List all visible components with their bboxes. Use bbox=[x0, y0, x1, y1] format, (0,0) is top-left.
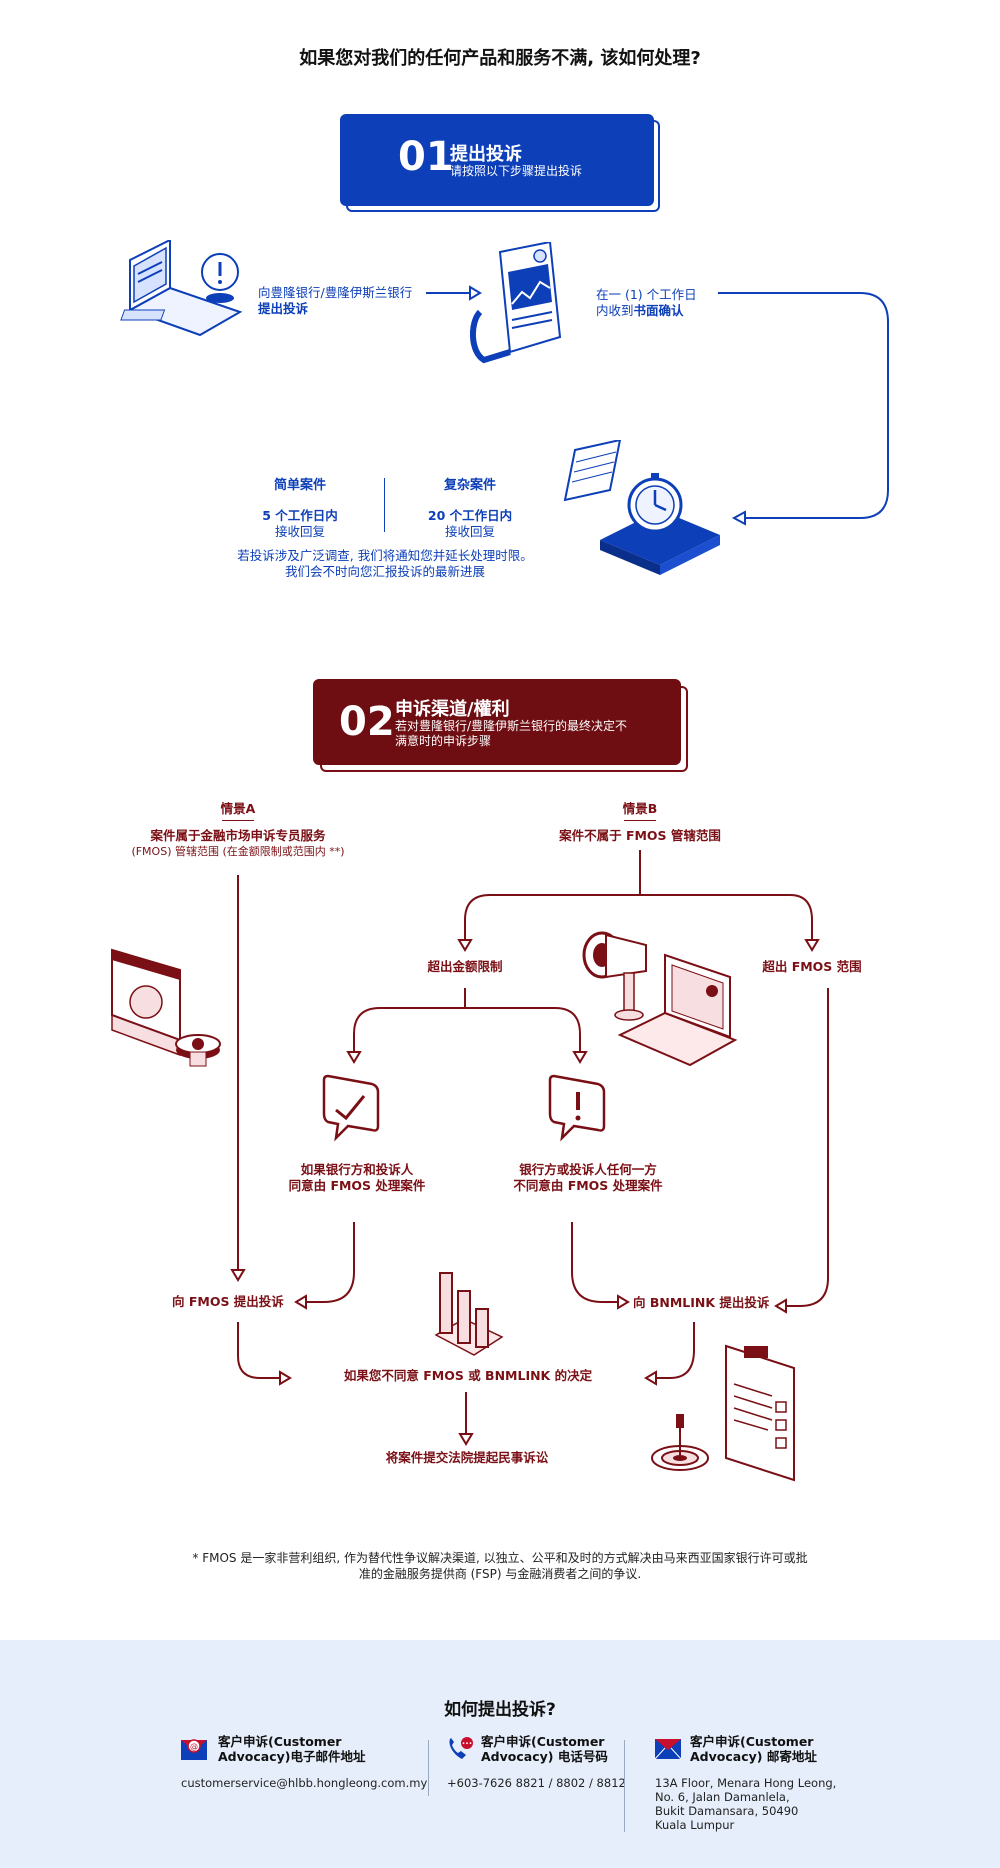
submit-line2: 提出投诉 bbox=[258, 301, 309, 316]
mail-line4: Kuala Lumpur bbox=[655, 1818, 735, 1832]
mail-title-line1: 客户申诉(Customer bbox=[690, 1734, 814, 1749]
check-bubble-icon bbox=[322, 1074, 380, 1142]
complaint-footer: 如何提出投诉? @ 客户申诉(Customer Advocacy)电子邮件地址 … bbox=[0, 1640, 1000, 1868]
step2-number: 02 bbox=[339, 699, 395, 745]
svg-text:@: @ bbox=[190, 1742, 198, 1751]
email-title-line1: 客户申诉(Customer bbox=[218, 1734, 342, 1749]
step2-subtitle-line1: 若对豊隆银行/豊隆伊斯兰银行的最终决定不 bbox=[395, 719, 628, 733]
calendar-stopwatch-icon bbox=[563, 440, 720, 575]
to-fmos-label: 向 FMOS 提出投诉 bbox=[172, 1294, 284, 1309]
scenario-a-line2: (FMOS) 管辖范围 (在金额限制或范围内 **) bbox=[131, 845, 345, 858]
extend-line1: 若投诉涉及广泛调查, 我们将通知您并延长处理时限。 bbox=[237, 548, 533, 563]
simple-case-title: 简单案件 bbox=[273, 478, 326, 493]
mail-line1: 13A Floor, Menara Hong Leong, bbox=[655, 1776, 837, 1790]
extension-note: 若投诉涉及广泛调查, 我们将通知您并延长处理时限。 我们会不时向您汇报投诉的最新… bbox=[200, 548, 570, 580]
browser-gear-icon bbox=[111, 948, 221, 1067]
scenario-a-line1: 案件属于金融市场申诉专员服务 bbox=[150, 828, 326, 843]
step2-subtitle: 若对豊隆银行/豊隆伊斯兰银行的最终决定不 满意时的申诉步骤 bbox=[395, 719, 627, 749]
complex-case-days: 20 个工作日内 bbox=[427, 508, 513, 523]
mail-title-line2: Advocacy) 邮寄地址 bbox=[690, 1749, 817, 1764]
alert-bubble-icon bbox=[548, 1074, 606, 1142]
exceed-scope-label: 超出 FMOS 范围 bbox=[762, 959, 862, 974]
step1-number: 01 bbox=[398, 134, 454, 180]
ack-line1: 在一 (1) 个工作日 bbox=[596, 287, 697, 302]
page-title: 如果您对我们的任何产品和服务不满, 该如何处理? bbox=[299, 48, 701, 69]
footer-divider-2 bbox=[624, 1740, 625, 1832]
ack-line2-prefix: 内收到 bbox=[596, 303, 634, 318]
acknowledge-text: 在一 (1) 个工作日 内收到书面确认 bbox=[596, 287, 697, 319]
email-title-line2: Advocacy)电子邮件地址 bbox=[218, 1749, 366, 1764]
footer-divider-1 bbox=[428, 1740, 429, 1796]
step1-banner: 01 提出投诉 请按照以下步骤提出投诉 bbox=[340, 114, 654, 206]
scenario-b-title: 情景B bbox=[622, 801, 658, 816]
fmos-footnote: * FMOS 是一家非营利组织, 作为替代性争议解决渠道, 以独立、公平和及时的… bbox=[140, 1550, 860, 1582]
submit-complaint-text: 向豊隆银行/豊隆伊斯兰银行 提出投诉 bbox=[258, 285, 412, 317]
step2-title: 申诉渠道/權利 bbox=[395, 699, 510, 720]
mail-line2: No. 6, Jalan Damanlela, bbox=[655, 1790, 790, 1804]
step2-flow-lines bbox=[230, 850, 829, 1446]
step1-subtitle: 请按照以下步骤提出投诉 bbox=[450, 164, 583, 178]
phone-link[interactable]: +603-7626 8821 / 8802 / 8812 bbox=[447, 1776, 626, 1790]
disagree-line1: 银行方或投诉人任何一方 bbox=[519, 1162, 657, 1177]
email-link[interactable]: customerservice@hlbb.hongleong.com.my bbox=[181, 1776, 428, 1790]
email-title: 客户申诉(Customer Advocacy)电子邮件地址 bbox=[218, 1734, 365, 1764]
bar-chart-icon bbox=[434, 1272, 504, 1356]
laptop-alert-icon bbox=[120, 240, 243, 337]
mail-icon bbox=[654, 1739, 682, 1760]
simple-case-days: 5 个工作日内 bbox=[262, 508, 338, 523]
simple-case-reply: 接收回复 bbox=[274, 524, 325, 539]
agree-fmos-text: 如果银行方和投诉人 同意由 FMOS 处理案件 bbox=[262, 1162, 452, 1194]
email-icon: @ bbox=[181, 1739, 207, 1760]
disagree-decision-label: 如果您不同意 FMOS 或 BNMLINK 的决定 bbox=[343, 1368, 593, 1383]
scenario-a-title: 情景A bbox=[220, 801, 256, 816]
agree-line2: 同意由 FMOS 处理案件 bbox=[288, 1178, 426, 1193]
exceed-limit-label: 超出金额限制 bbox=[427, 959, 503, 974]
mail-address: 13A Floor, Menara Hong Leong, No. 6, Jal… bbox=[655, 1776, 836, 1832]
case-divider bbox=[384, 478, 385, 532]
document-chart-icon bbox=[470, 242, 562, 364]
phone-title: 客户申诉(Customer Advocacy) 电话号码 bbox=[481, 1734, 608, 1764]
complex-case-reply: 接收回复 bbox=[444, 524, 495, 539]
to-bnmlink-label: 向 BNMLINK 提出投诉 bbox=[633, 1295, 770, 1310]
megaphone-laptop-icon bbox=[582, 931, 738, 1067]
submit-line1: 向豊隆银行/豊隆伊斯兰银行 bbox=[258, 285, 413, 300]
scenario-a-underline bbox=[222, 820, 254, 821]
step2-banner: 02 申诉渠道/權利 若对豊隆银行/豊隆伊斯兰银行的最终决定不 满意时的申诉步骤 bbox=[313, 679, 681, 765]
court-label: 将案件提交法院提起民事诉讼 bbox=[385, 1450, 549, 1465]
disagree-fmos-text: 银行方或投诉人任何一方 不同意由 FMOS 处理案件 bbox=[488, 1162, 688, 1194]
agree-line1: 如果银行方和投诉人 bbox=[300, 1162, 414, 1177]
step2-subtitle-line2: 满意时的申诉步骤 bbox=[395, 734, 492, 748]
mail-line3: Bukit Damansara, 50490 bbox=[655, 1804, 799, 1818]
step1-title: 提出投诉 bbox=[450, 144, 522, 165]
footnote-line1: * FMOS 是一家非营利组织, 作为替代性争议解决渠道, 以独立、公平和及时的… bbox=[192, 1551, 808, 1565]
scenario-b-underline bbox=[624, 820, 656, 821]
mail-title: 客户申诉(Customer Advocacy) 邮寄地址 bbox=[690, 1734, 817, 1764]
disagree-line2: 不同意由 FMOS 处理案件 bbox=[513, 1178, 663, 1193]
phone-icon: ••• bbox=[449, 1737, 473, 1759]
phone-title-line2: Advocacy) 电话号码 bbox=[481, 1749, 608, 1764]
svg-text:•••: ••• bbox=[462, 1741, 473, 1748]
step1-flow-lines bbox=[426, 285, 889, 526]
extend-line2: 我们会不时向您汇报投诉的最新进展 bbox=[284, 564, 485, 579]
footnote-line2: 准的金融服务提供商 (FSP) 与金融消费者之间的争议. bbox=[358, 1567, 642, 1581]
phone-title-line1: 客户申诉(Customer bbox=[481, 1734, 605, 1749]
ack-line2-bold: 书面确认 bbox=[633, 303, 684, 318]
scenario-b-line1: 案件不属于 FMOS 管辖范围 bbox=[559, 828, 721, 843]
footer-title: 如何提出投诉? bbox=[444, 1700, 556, 1720]
clipboard-target-icon bbox=[651, 1344, 795, 1482]
complex-case-title: 复杂案件 bbox=[443, 478, 496, 493]
